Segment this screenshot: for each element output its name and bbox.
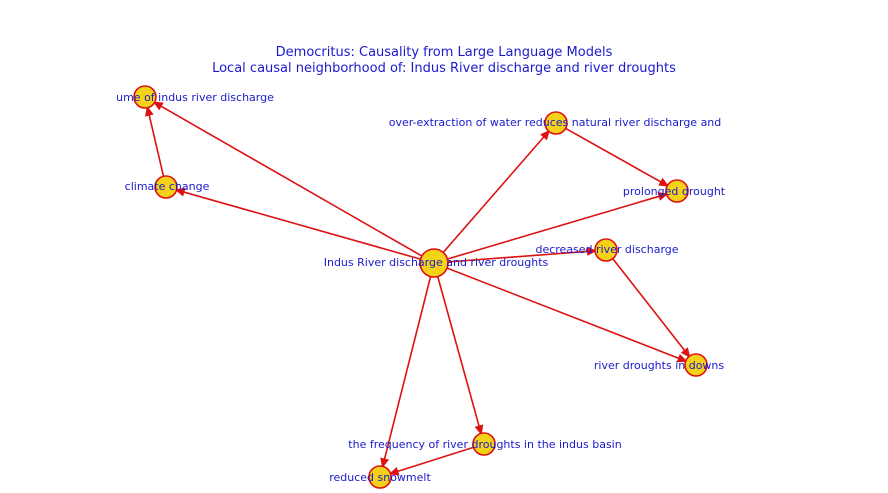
- diagram-subtitle: Local causal neighborhood of: Indus Rive…: [212, 61, 676, 76]
- node-label-snowmelt: reduced snowmelt: [329, 471, 431, 484]
- diagram-title: Democritus: Causality from Large Languag…: [275, 45, 613, 60]
- edge-frequency-to-snowmelt: [388, 443, 485, 476]
- nodes-layer: [133, 85, 708, 489]
- node-label-center: Indus River discharge and river droughts: [324, 256, 549, 269]
- node-snowmelt: [368, 465, 392, 489]
- node-downstream: [684, 353, 708, 377]
- edge-center-to-prolonged: [433, 192, 669, 264]
- edge-center-to-decreased: [433, 246, 598, 264]
- node-label-climate: climate change: [125, 180, 210, 193]
- node-label-volume: ume of indus river discharge: [116, 91, 274, 104]
- labels-layer: Indus River discharge and river droughts…: [116, 91, 726, 484]
- edge-center-to-downstream: [433, 262, 688, 363]
- node-volume: [133, 85, 157, 109]
- node-label-decreased: decreased river discharge: [535, 243, 678, 256]
- edge-center-to-overextraction: [433, 129, 551, 264]
- node-label-overextraction: over-extraction of water reduces natural…: [389, 116, 722, 129]
- edges-layer: [144, 100, 692, 476]
- node-center: [419, 248, 449, 278]
- node-label-frequency: the frequency of river droughts in the i…: [348, 438, 621, 451]
- node-label-downstream: river droughts in downs: [594, 359, 725, 372]
- edge-center-to-snowmelt: [380, 262, 435, 469]
- edge-overextraction-to-prolonged: [555, 122, 670, 188]
- node-prolonged: [665, 179, 689, 203]
- node-frequency: [472, 432, 496, 456]
- edge-center-to-climate: [174, 187, 435, 264]
- node-decreased: [594, 238, 618, 262]
- edge-center-to-volume: [152, 100, 435, 264]
- node-overextraction: [544, 111, 568, 135]
- node-label-prolonged: prolonged drought: [623, 185, 726, 198]
- edge-climate-to-volume: [144, 105, 167, 188]
- node-climate: [154, 175, 178, 199]
- edge-center-to-frequency: [433, 262, 484, 436]
- edge-decreased-to-downstream: [605, 249, 692, 359]
